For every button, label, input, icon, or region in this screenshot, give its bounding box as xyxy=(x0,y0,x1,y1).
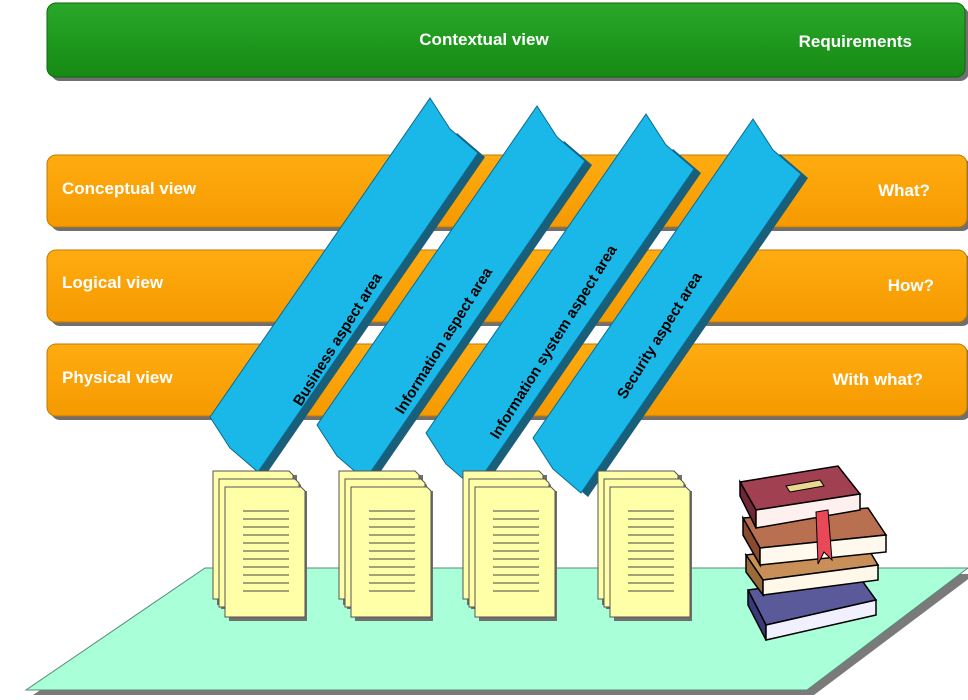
row-logical-label: Logical view xyxy=(62,273,164,292)
row-conceptual-question: What? xyxy=(878,181,930,200)
row-physical-question: With what? xyxy=(833,370,924,389)
header-requirements-label: Requirements xyxy=(799,32,912,51)
document-stack-icon xyxy=(462,470,557,621)
contextual-view-bar: Contextual view Requirements xyxy=(46,2,968,81)
row-logical-question: How? xyxy=(888,276,934,295)
row-physical-label: Physical view xyxy=(62,368,173,387)
document-stack-icon xyxy=(212,470,307,621)
document-stack-icon xyxy=(338,470,433,621)
book-stack-icon xyxy=(738,465,888,641)
header-title: Contextual view xyxy=(419,30,549,49)
document-stack-icon-sheets xyxy=(212,470,307,621)
aspect-area-business: Business aspect area xyxy=(209,97,485,476)
row-conceptual-label: Conceptual view xyxy=(62,179,197,198)
document-stack-icon xyxy=(597,470,692,621)
